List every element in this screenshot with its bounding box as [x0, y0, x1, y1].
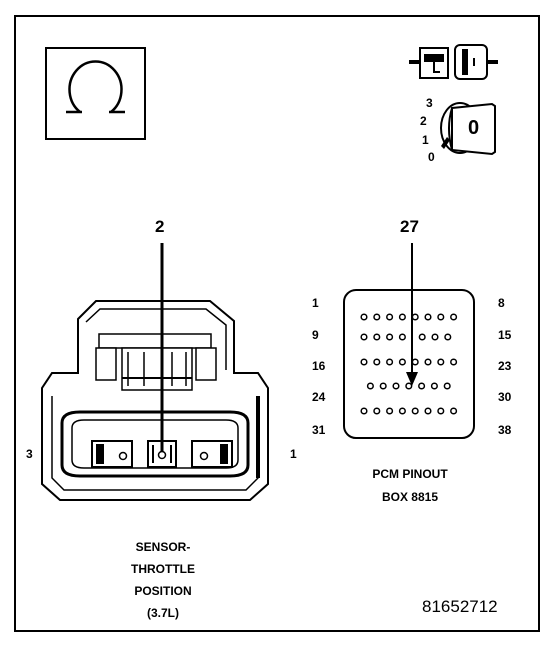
tps-callout-pin-label: 2	[155, 217, 165, 236]
pcm-pin-grid	[360, 313, 458, 415]
pcm-pin-34	[398, 407, 406, 415]
pcm-pin-17	[373, 358, 381, 366]
pcm-pin-7	[437, 313, 445, 321]
pcm-row-3-start: 16	[312, 359, 326, 373]
pcm-pin-14	[431, 333, 439, 341]
pcm-row-2-end: 15	[498, 328, 512, 342]
pcm-pin-32	[373, 407, 381, 415]
pcm-connector-drawing	[343, 243, 475, 439]
pcm-callout-pin-label: 27	[400, 217, 419, 236]
pcm-caption-line-1: PCM PINOUT	[372, 467, 448, 481]
pcm-pin-5	[411, 313, 419, 321]
pcm-pin-30	[443, 382, 451, 390]
pcm-pin-35	[411, 407, 419, 415]
ohm-symbol-icon	[45, 47, 146, 140]
pcm-pin-20	[411, 358, 419, 366]
pcm-pin-29	[430, 382, 438, 390]
pcm-pin-9	[360, 333, 368, 341]
key-position-0: 0	[428, 150, 435, 164]
pcm-pin-2	[373, 313, 381, 321]
pcm-pin-6	[424, 313, 432, 321]
pcm-pin-37	[437, 407, 445, 415]
pcm-pin-27	[405, 382, 413, 390]
pcm-pin-12	[398, 333, 406, 341]
tps-cavity-1	[191, 440, 233, 468]
pcm-pin-16	[360, 358, 368, 366]
pcm-row-5-end: 38	[498, 423, 512, 437]
ignition-key-icon	[440, 102, 496, 156]
tps-caption-line-1: SENSOR-	[135, 540, 191, 554]
pcm-pin-10	[373, 333, 381, 341]
tps-connector-drawing	[41, 243, 269, 501]
pcm-pin-11	[386, 333, 394, 341]
pcm-row-4-start: 24	[312, 390, 326, 404]
pcm-row-3-end: 23	[498, 359, 512, 373]
pcm-pin-8	[450, 313, 458, 321]
pcm-pin-31	[360, 407, 368, 415]
pcm-pin-24	[366, 382, 374, 390]
pin-27-arrowhead	[406, 372, 418, 386]
tps-caption-line-4: (3.7L)	[146, 606, 179, 620]
pcm-pin-28	[418, 382, 426, 390]
pcm-pin-22	[437, 358, 445, 366]
tps-caption-line-3: POSITION	[134, 584, 192, 598]
pcm-row-4-end: 30	[498, 390, 512, 404]
tps-caption-line-2: THROTTLE	[131, 562, 195, 576]
pcm-pin-25	[379, 382, 387, 390]
pcm-row-2-start: 9	[312, 328, 319, 342]
figure-number: 81652712	[422, 597, 498, 616]
pcm-pin-4	[398, 313, 406, 321]
pcm-pin-21	[424, 358, 432, 366]
pcm-pin-1	[360, 313, 368, 321]
pcm-pin-36	[424, 407, 432, 415]
pcm-pin-13	[418, 333, 426, 341]
pcm-row-1-end: 8	[498, 296, 505, 310]
pcm-caption-line-2: BOX 8815	[381, 490, 439, 504]
key-position-1: 1	[422, 133, 429, 147]
pcm-pin-23	[450, 358, 458, 366]
pcm-pin-33	[386, 407, 394, 415]
diagram-frame	[14, 15, 540, 632]
key-label: 0	[468, 117, 480, 139]
disconnected-connector-icon	[409, 44, 498, 80]
key-position-2: 2	[420, 114, 427, 128]
pcm-row-5-start: 31	[312, 423, 326, 437]
tps-side-pin-right: 1	[290, 447, 297, 461]
pcm-pin-19	[398, 358, 406, 366]
pcm-row-1-start: 1	[312, 296, 319, 310]
pcm-pin-38	[450, 407, 458, 415]
key-position-3: 3	[426, 96, 433, 110]
tps-side-pin-left: 3	[26, 447, 33, 461]
pcm-pin-18	[386, 358, 394, 366]
pcm-pin-15	[444, 333, 452, 341]
pcm-pin-3	[386, 313, 394, 321]
tps-cavity-3	[91, 440, 133, 468]
pcm-pin-26	[392, 382, 400, 390]
